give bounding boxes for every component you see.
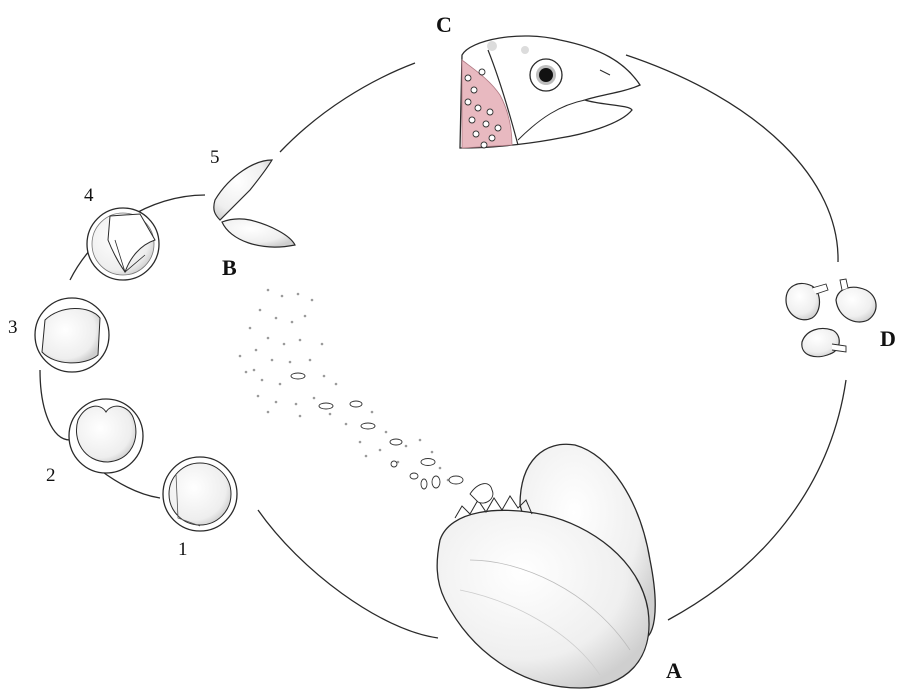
egg-stage-1 [163,457,237,531]
label-c: C [436,14,452,36]
adult-mussel-icon [437,444,655,688]
arc-a-to-eggs [258,510,438,638]
egg-label-1: 1 [178,540,188,559]
egg-label-2: 2 [46,466,56,485]
fish-eye [539,68,553,82]
label-d: D [880,328,896,350]
fish-host-icon [460,36,640,148]
egg-stage-4 [87,208,159,280]
arc-eggs-outer-2 [40,370,70,440]
arc-d-to-a [668,380,846,620]
egg-label-5: 5 [210,148,220,167]
juvenile-mussel-icon [786,279,876,357]
arc-b-to-c [280,63,415,152]
egg-label-3: 3 [8,318,18,337]
arc-c-to-d [626,55,838,262]
label-a: A [666,660,682,682]
label-b: B [222,257,237,279]
egg-label-4: 4 [84,186,94,205]
arc-eggs-bottom [100,470,160,498]
glochidium-icon [214,160,295,247]
glochidia-stream [239,289,450,482]
egg-stage-2 [69,399,143,473]
glochidia-shells [291,373,463,489]
egg-stage-3 [35,298,109,372]
